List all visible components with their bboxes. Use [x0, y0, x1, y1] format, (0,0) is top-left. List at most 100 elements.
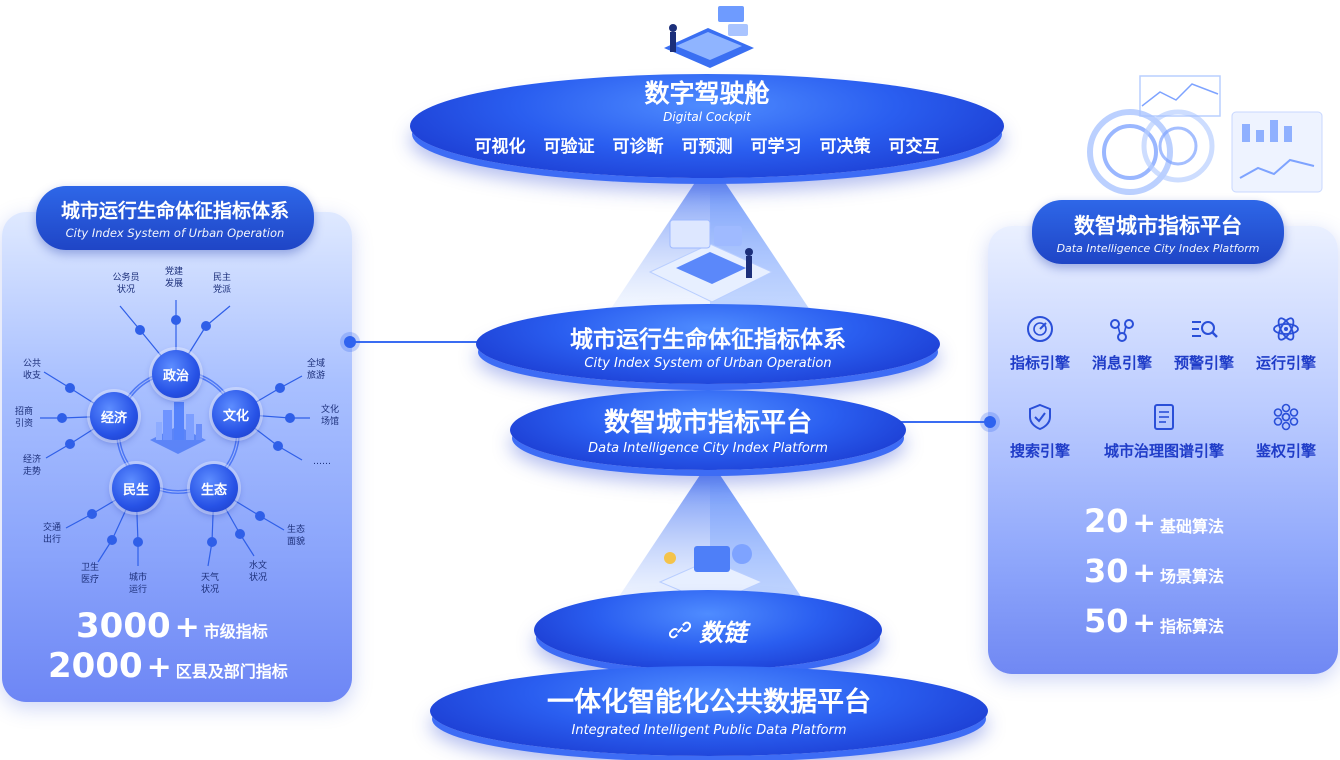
leaf-label: 城市 运行	[128, 573, 147, 595]
leaf-label: 民主 党派	[212, 273, 231, 295]
leaf-label: 全域 旅游	[306, 359, 325, 381]
data-chain-title: 数链	[699, 618, 747, 647]
feature-label: 可学习	[750, 137, 802, 157]
connector-dot-right	[984, 416, 996, 428]
index-system-ellipse: 城市运行生命体征指标体系 City Index System of Urban …	[476, 304, 940, 384]
feature-label: 可决策	[819, 137, 871, 157]
stat-number: 3000	[76, 606, 171, 646]
stat-label: 市级指标	[203, 622, 268, 641]
stat-city-indicators: 3000+市级指标	[76, 606, 268, 646]
gauge-icon	[1027, 316, 1053, 342]
platform-ellipse: 数智城市指标平台 Data Intelligence City Index Pl…	[510, 390, 906, 470]
leaf-label: 公务员 状况	[112, 273, 140, 295]
engine-label: 运行引擎	[1255, 354, 1316, 372]
connector-dot-left	[344, 336, 356, 348]
engine-search[interactable]: 搜索引擎	[1002, 402, 1078, 461]
algo-indicator: 50+指标算法	[1084, 602, 1224, 640]
chart-card-icon	[1231, 111, 1323, 193]
leaf-label: 公共 收支	[22, 359, 41, 381]
turbine-illustration-icon	[1087, 75, 1221, 195]
algo-scenario: 30+场景算法	[1084, 552, 1224, 590]
leaf-label: ……	[313, 457, 331, 467]
engine-label: 城市治理图谱引擎	[1103, 442, 1224, 460]
public-data-title: 一体化智能化公共数据平台	[547, 687, 871, 718]
algo-plus: +	[1132, 556, 1156, 589]
index-system-title: 城市运行生命体征指标体系	[570, 327, 846, 353]
shield-check-icon	[1029, 403, 1051, 431]
cockpit-subtitle: Digital Cockpit	[663, 110, 751, 124]
link-icon	[669, 621, 691, 639]
left-panel-index-system	[2, 212, 352, 702]
feature-label: 可交互	[888, 137, 940, 157]
feature-label: 可预测	[681, 137, 733, 157]
algo-label: 基础算法	[1160, 517, 1225, 536]
engine-label: 预警引擎	[1173, 354, 1234, 372]
algo-number: 30	[1084, 552, 1129, 590]
leaf-label: 卫生 医疗	[80, 563, 99, 585]
stat-number: 2000	[48, 646, 143, 686]
platform-title: 数智城市指标平台	[603, 408, 812, 438]
search-list-icon	[1192, 321, 1218, 338]
platform-illustration-icon	[648, 219, 774, 303]
left-panel-title-text: 城市运行生命体征指标体系	[60, 200, 289, 222]
feature-label: 可诊断	[612, 137, 664, 157]
engine-indicator[interactable]: 指标引擎	[1002, 314, 1078, 373]
stat-district-indicators: 2000+区县及部门指标	[48, 646, 288, 686]
connector-left	[352, 341, 522, 343]
leaf-label: 水文 状况	[248, 561, 267, 583]
leaf-label: 经济 走势	[22, 455, 41, 477]
leaf-label: 招商 引资	[14, 407, 33, 429]
algo-label: 指标算法	[1160, 617, 1225, 636]
leaf-label: 交通 出行	[42, 523, 61, 545]
leaf-label: 生态 面貌	[286, 525, 305, 547]
hub-ecology: 生态	[190, 464, 238, 512]
engine-label: 消息引擎	[1091, 354, 1152, 372]
data-chain-ellipse: 数链	[534, 590, 882, 670]
engine-governance-graph[interactable]: 城市治理图谱引擎	[1088, 402, 1240, 461]
cockpit-ellipse: 数字驾驶舱 Digital Cockpit 可视化 可验证 可诊断 可预测 可学…	[410, 74, 1004, 178]
atom-icon	[1273, 317, 1299, 341]
leaf-label: 党建 发展	[164, 267, 183, 289]
algo-number: 50	[1084, 602, 1129, 640]
engine-label: 鉴权引擎	[1255, 442, 1316, 460]
right-panel-title: 数智城市指标平台 Data Intelligence City Index Pl…	[1032, 200, 1284, 264]
right-panel-subtitle-text: Data Intelligence City Index Platform	[1056, 242, 1260, 255]
city-illustration-icon	[150, 402, 206, 454]
engine-warning[interactable]: 预警引擎	[1166, 314, 1242, 373]
right-panel-platform	[988, 226, 1338, 674]
stat-plus: +	[174, 610, 200, 645]
cockpit-illustration-icon	[664, 6, 754, 68]
public-data-subtitle: Integrated Intelligent Public Data Platf…	[571, 723, 847, 738]
stat-label: 区县及部门指标	[175, 662, 288, 681]
hub-economy: 经济	[90, 392, 138, 440]
feature-label: 可验证	[543, 137, 595, 157]
engine-label: 指标引擎	[1009, 354, 1070, 372]
leaf-label: 天气 状况	[200, 573, 219, 595]
hub-culture: 文化	[212, 390, 260, 438]
hub-politics: 政治	[152, 350, 200, 398]
engine-message[interactable]: 消息引擎	[1084, 314, 1160, 373]
hub-livelihood: 民生	[112, 464, 160, 512]
feature-label: 可视化	[474, 137, 526, 157]
document-icon	[1154, 404, 1174, 430]
index-system-subtitle: City Index System of Urban Operation	[584, 356, 832, 371]
algo-label: 场景算法	[1160, 567, 1225, 586]
flower-node-icon	[1273, 403, 1299, 431]
public-data-ellipse: 一体化智能化公共数据平台 Integrated Intelligent Publ…	[430, 666, 988, 756]
algo-basic: 20+基础算法	[1084, 502, 1224, 540]
engine-label: 搜索引擎	[1009, 442, 1070, 460]
right-panel-title-text: 数智城市指标平台	[1074, 214, 1242, 238]
cockpit-features: 可视化 可验证 可诊断 可预测 可学习 可决策 可交互	[410, 132, 1004, 157]
algo-number: 20	[1084, 502, 1129, 540]
network-icon	[1110, 319, 1134, 342]
engine-operation[interactable]: 运行引擎	[1248, 314, 1324, 373]
algo-plus: +	[1132, 606, 1156, 639]
stat-plus: +	[146, 650, 172, 685]
left-panel-title: 城市运行生命体征指标体系 City Index System of Urban …	[36, 186, 314, 250]
cockpit-title: 数字驾驶舱	[644, 79, 770, 108]
algo-plus: +	[1132, 506, 1156, 539]
platform-subtitle: Data Intelligence City Index Platform	[588, 441, 828, 456]
leaf-label: 文化 场馆	[320, 405, 339, 427]
connector-right	[860, 421, 990, 423]
engine-authorization[interactable]: 鉴权引擎	[1248, 402, 1324, 461]
